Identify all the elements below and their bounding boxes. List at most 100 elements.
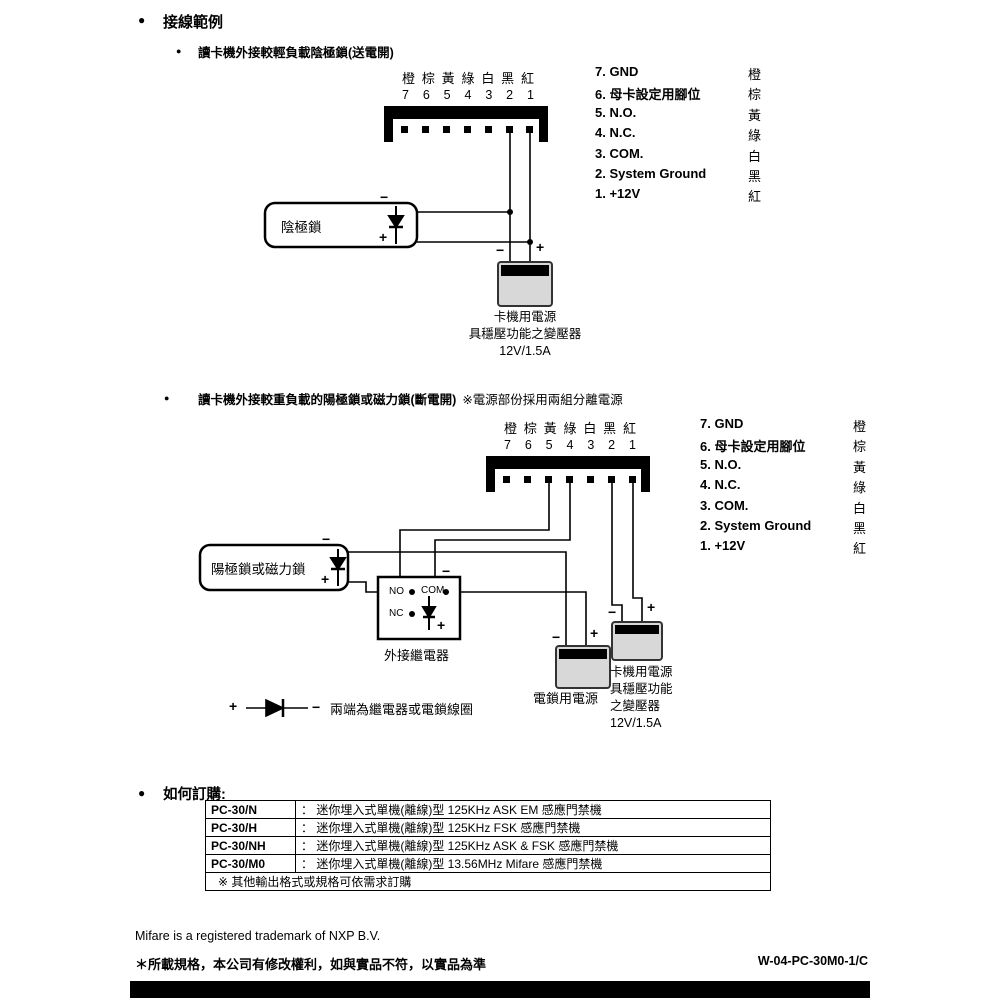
legend-pin-label: 4. N.C.	[595, 125, 636, 141]
coil-minus-label: −	[312, 699, 321, 715]
legend-color-label: 紅	[747, 189, 761, 205]
wire-color-label: 綠	[563, 421, 577, 436]
pin-number-label: 4	[464, 88, 472, 102]
legend-row: 3. COM. 白	[595, 146, 761, 166]
relay-caption: 外接繼電器	[384, 648, 450, 663]
pin-number-label: 5	[545, 438, 553, 452]
diode-icon	[421, 596, 437, 630]
psu1-caption-line: 具穩壓功能之變壓器	[468, 327, 582, 341]
psu-reader-caption-line: 12V/1.5A	[610, 716, 662, 730]
lock1-plus-label: +	[379, 229, 388, 245]
legend-pin-label: 5. N.O.	[595, 104, 637, 120]
legend-color-label: 綠	[747, 128, 761, 144]
psu-1-icon	[497, 261, 553, 307]
wire-colors-header-2: 橙 棕 黃 綠 白 黑 紅	[504, 418, 636, 437]
psu-reader-caption-line: 具穩壓功能	[610, 682, 673, 696]
legend-color-label: 橙	[852, 419, 866, 434]
legend-row: 4. N.C. 綠	[700, 477, 866, 497]
model-cell: PC-30/N	[205, 800, 296, 819]
cathode-lock-box	[263, 201, 419, 249]
psu-lock-plus-label: +	[590, 625, 599, 641]
legend-pin-label: 3. COM.	[595, 145, 644, 161]
wire-color-label: 白	[481, 71, 495, 86]
wire-color-label: 橙	[402, 71, 416, 86]
legend-color-label: 綠	[852, 480, 866, 496]
legend-pin-label: 7. GND	[595, 64, 639, 79]
pin-numbers-header-1: 7 6 5 4 3 2 1	[402, 88, 534, 102]
legend-pin-label: 5. N.O.	[700, 456, 742, 472]
table-row: PC-30/H ： 迷你埋入式單機(離線)型 125KHz FSK 感應門禁機	[205, 818, 771, 837]
diagram1-subtitle: 讀卡機外接較輕負載陰極鎖(送電開)	[198, 46, 394, 60]
legend-color-label: 黃	[852, 459, 866, 475]
legend-pin-label: 4. N.C.	[700, 477, 741, 493]
section-bullet-icon: ●	[138, 13, 146, 27]
relay-box	[376, 575, 462, 641]
wire-color-label: 棕	[523, 421, 537, 436]
legend-color-label: 黑	[852, 520, 866, 536]
legend-color-label: 橙	[747, 67, 761, 82]
pin-number-label: 7	[402, 88, 409, 102]
legend-row: 6. 母卡設定用腳位 棕	[700, 436, 866, 456]
relay-plus-label: +	[437, 617, 446, 633]
legend-color-label: 白	[747, 148, 761, 164]
pin-number-label: 2	[608, 438, 616, 452]
legend-row: 6. 母卡設定用腳位棕	[595, 84, 761, 104]
wire-color-label: 綠	[461, 71, 475, 86]
legend-pin-label: 6. 母卡設定用腳位	[700, 439, 806, 455]
pin-number-label: 6	[524, 438, 532, 452]
ordering-table: PC-30/N ： 迷你埋入式單機(離線)型 125KHz ASK EM 感應門…	[205, 800, 771, 891]
connector-2-icon	[486, 456, 650, 492]
wires-1	[417, 133, 531, 262]
item-bullet-icon: ●	[164, 393, 170, 403]
anode-lock-label: 陽極鎖或磁力鎖	[211, 562, 306, 577]
legend-row: 3. COM.白	[700, 498, 866, 518]
legend-row: 5. N.O. 黃	[595, 105, 761, 125]
legend-row: 1. +12V 紅	[700, 538, 866, 558]
relay-com-label: COM	[421, 585, 445, 596]
pin-number-label: 1	[526, 88, 534, 102]
desc-cell: ： 迷你埋入式單機(離線)型 125KHz ASK & FSK 感應門禁機	[295, 836, 771, 855]
legend-pin-label: 1. +12V	[595, 186, 641, 202]
psu-lock-icon	[555, 645, 611, 689]
coil-plus-label: +	[229, 698, 238, 714]
diode-icon	[329, 549, 347, 586]
pin-number-label: 6	[422, 88, 430, 102]
table-row: PC-30/M0 ： 迷你埋入式單機(離線)型 13.56MHz Mifare …	[205, 854, 771, 873]
legend-pin-label: 2. System Ground	[595, 165, 707, 181]
legend-color-label: 紅	[852, 541, 866, 557]
relay-nc-label: NC	[389, 608, 404, 619]
model-cell: PC-30/NH	[205, 836, 296, 855]
wire-color-label: 紅	[622, 421, 636, 436]
pin-number-label: 5	[443, 88, 451, 102]
footer-row: ＊所載規格，本公司有修改權利，如與實品不符，以實品為準 W-04-PC-30M0…	[135, 954, 868, 973]
legend-color-label: 黃	[747, 107, 761, 123]
wire-color-label: 黑	[501, 71, 515, 86]
pin-number-label: 3	[587, 438, 595, 452]
footer-bar	[130, 981, 870, 998]
legend-row: 4. N.C. 綠	[595, 125, 761, 145]
desc-cell: ： 迷你埋入式單機(離線)型 125KHz ASK EM 感應門禁機	[295, 800, 771, 819]
legend-color-label: 棕	[852, 439, 866, 455]
page-title: 接線範例	[163, 14, 224, 31]
wire-color-label: 黃	[543, 421, 557, 436]
connector-1-icon	[384, 106, 548, 142]
table-row: ※ 其他輸出格式或規格可依需求訂購	[205, 872, 771, 891]
model-cell: PC-30/M0	[205, 854, 296, 873]
relay-minus-label: −	[442, 563, 451, 579]
legend-pin-label: 6. 母卡設定用腳位	[595, 87, 701, 103]
junction-dot	[507, 209, 513, 215]
diagram2-subtitle: 讀卡機外接較重負載的陽極鎖或磁力鎖(斷電開)※電源部份採用兩組分離電源	[198, 389, 623, 408]
table-note-cell: ※ 其他輸出格式或規格可依需求訂購	[205, 872, 771, 891]
item-bullet-icon: ●	[176, 46, 182, 56]
wire-colors-header-1: 橙 棕 黃 綠 白 黑 紅	[402, 68, 534, 87]
pin-number-label: 2	[506, 88, 514, 102]
legend-pin-label: 1. +12V	[700, 538, 746, 554]
pin-number-label: 3	[485, 88, 493, 102]
footer-disclaimer: ＊所載規格，本公司有修改權利，如與實品不符，以實品為準	[135, 957, 487, 972]
table-row: PC-30/NH ： 迷你埋入式單機(離線)型 125KHz ASK & FSK…	[205, 836, 771, 855]
pin-numbers-header-2: 7 6 5 4 3 2 1	[504, 438, 636, 452]
